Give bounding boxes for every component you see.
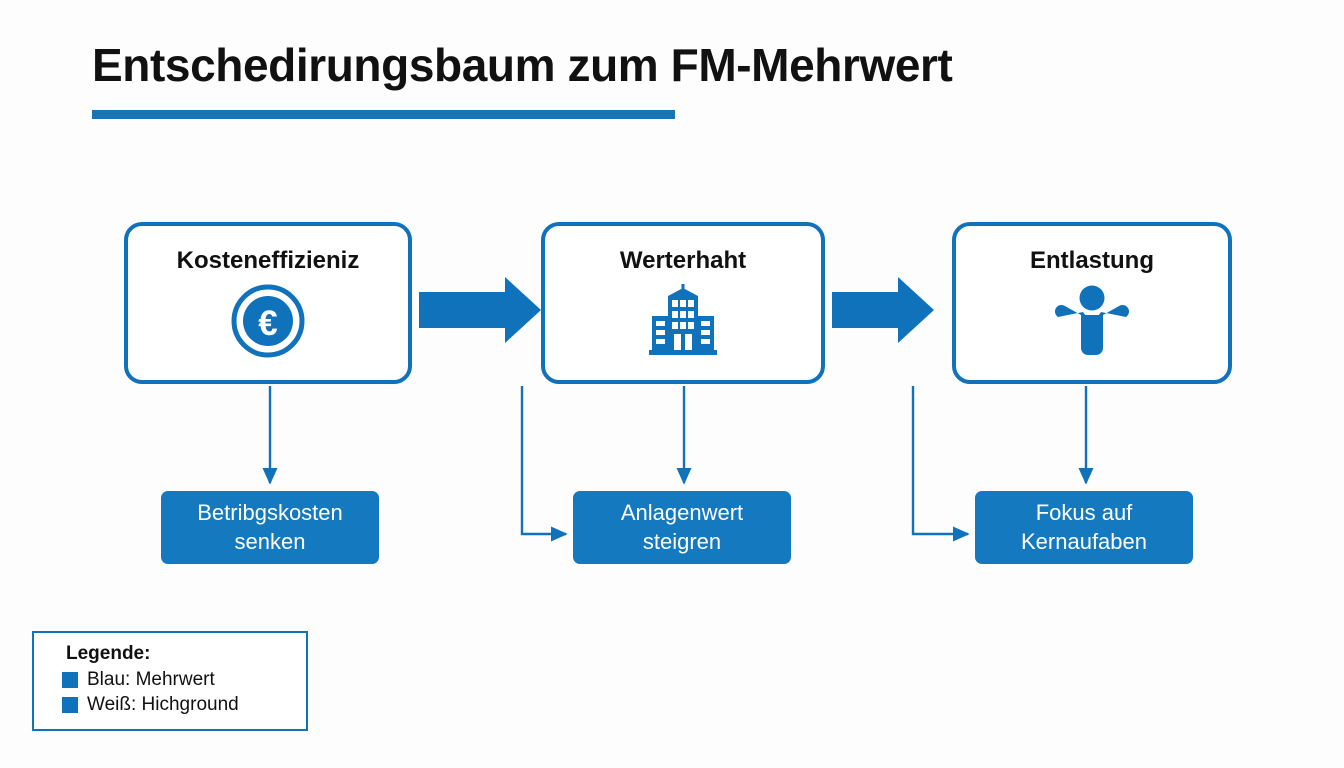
title-underline-rule [92, 110, 675, 119]
block-arrow-right-icon-2 [832, 277, 934, 343]
euro-coin-icon: € [231, 284, 305, 358]
stage-box-entlastung[interactable]: Entlastung [952, 222, 1232, 384]
stage-label-entlastung: Entlastung [1030, 247, 1154, 274]
outcome-line-1: Betribgskosten [197, 500, 343, 526]
person-arms-raised-icon [1052, 284, 1132, 358]
outcome-box-anlagenwert[interactable]: Anlagenwert steigren [573, 491, 791, 564]
outcome-line-1: Anlagenwert [620, 500, 744, 526]
outcome-label-anlagenwert: Anlagenwert steigren [621, 499, 743, 555]
outcome-line-2: Kernaufaben [1021, 528, 1147, 554]
legend-swatch-icon [62, 672, 78, 689]
legend-swatch-icon [62, 696, 78, 713]
block-arrow-right-icon-1 [419, 277, 541, 343]
outcome-box-fokus[interactable]: Fokus auf Kernaufaben [975, 491, 1193, 564]
stage-box-werterhaht[interactable]: Werterhaht [541, 222, 825, 384]
svg-text:€: € [258, 304, 277, 343]
outcome-box-betribgskosten[interactable]: Betribgskosten senken [161, 491, 379, 564]
legend-item-weiss: Weiß: Hichground [62, 694, 306, 717]
legend-item-label: Weiß: Hichground [87, 693, 239, 715]
legend-item-blau: Blau: Mehrwert [62, 669, 306, 692]
legend-item-label: Blau: Mehrwert [87, 668, 215, 690]
elbow-arrow-icon-1 [520, 386, 568, 542]
page-title: Entschedirungsbaum zum FM-Mehrwert [92, 39, 953, 91]
legend-box: Legende: Blau: Mehrwert Weiß: Hichground [32, 631, 308, 731]
elbow-arrow-icon-2 [911, 386, 970, 542]
office-building-icon [644, 284, 722, 358]
outcome-line-1: Fokus auf [1035, 500, 1133, 526]
stage-label-kosteneffizieniz: Kosteneffizieniz [176, 247, 360, 274]
outcome-label-fokus: Fokus auf Kernaufaben [1021, 499, 1147, 555]
legend-title: Legende: [66, 643, 151, 664]
outcome-line-2: senken [234, 528, 306, 554]
outcome-label-betribgskosten: Betribgskosten senken [197, 499, 343, 555]
stage-label-werterhaht: Werterhaht [619, 247, 747, 274]
outcome-line-2: steigren [642, 528, 722, 554]
stage-box-kosteneffizieniz[interactable]: Kosteneffizieniz € [124, 222, 412, 384]
